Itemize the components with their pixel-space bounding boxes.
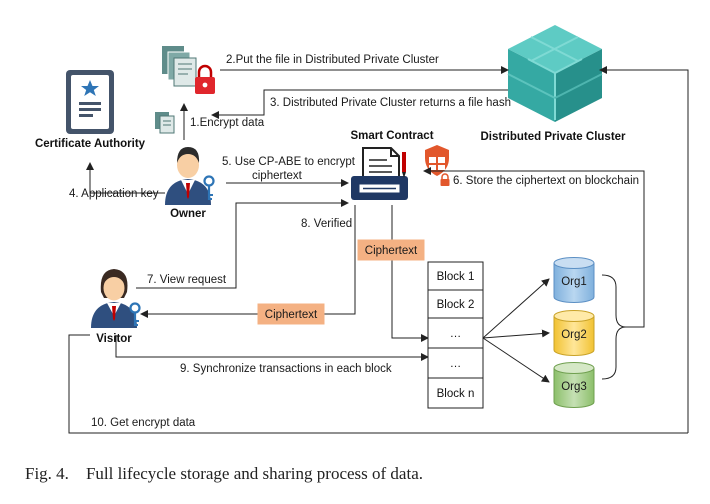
certificate-authority-label: Certificate Authority xyxy=(35,138,146,150)
ciphertext-box-top xyxy=(357,239,425,261)
org3-label: Org3 xyxy=(561,381,587,393)
step-8-label: 8. Verified xyxy=(301,218,352,230)
block-stack xyxy=(427,261,484,409)
arrow-block-to-org2 xyxy=(482,329,550,339)
line-step-10 xyxy=(68,334,688,434)
businesswoman-icon xyxy=(91,269,137,328)
block-ellipsis-2: … xyxy=(450,358,462,370)
arrow-step-10 xyxy=(599,66,689,433)
step-1-label: 1.Encrypt data xyxy=(190,117,265,129)
ciphertext-box-left xyxy=(257,303,325,325)
documents-icon xyxy=(162,46,197,87)
step-4-label: 4. Application key xyxy=(69,188,159,200)
certificate-icon xyxy=(66,70,114,134)
step-6-label: 6. Store the ciphertext on blockchain xyxy=(453,175,639,187)
arrow-step-3 xyxy=(211,89,508,119)
org2-cylinder xyxy=(553,310,595,356)
smart-contract-label: Smart Contract xyxy=(350,130,433,142)
arrow-step-7 xyxy=(136,199,349,289)
block-1-label: Block 1 xyxy=(437,271,475,283)
visitor-key-icon xyxy=(129,302,141,326)
step-5-label-line2: ciphertext xyxy=(252,170,303,182)
cube-icon xyxy=(507,25,603,122)
arrow-step-8 xyxy=(140,205,356,318)
step-7-label: 7. View request xyxy=(147,274,227,286)
caption-label: Fig. 4. xyxy=(25,464,69,483)
org1-cylinder xyxy=(553,257,595,303)
block-n-label: Block n xyxy=(437,388,475,400)
arrow-block-to-org1 xyxy=(482,278,550,339)
step-9-label: 9. Synchronize transactions in each bloc… xyxy=(180,363,392,375)
arrow-block-to-org3 xyxy=(482,337,550,383)
visitor-label: Visitor xyxy=(96,333,132,345)
businessman-icon xyxy=(165,147,211,205)
block-ellipsis-1: … xyxy=(450,328,462,340)
cluster-label: Distributed Private Cluster xyxy=(480,131,626,143)
arrow-step-9 xyxy=(115,335,429,361)
org2-label: Org2 xyxy=(561,329,587,341)
lock-icon xyxy=(195,64,215,94)
printer-document-icon xyxy=(351,147,408,200)
caption-text: Full lifecycle storage and sharing proce… xyxy=(85,464,423,483)
step-2-label: 2.Put the file in Distributed Private Cl… xyxy=(226,54,439,66)
ciphertext-left-label: Ciphertext xyxy=(265,309,318,321)
step-3-label: 3. Distributed Private Cluster returns a… xyxy=(270,97,511,109)
ciphertext-top-label: Ciphertext xyxy=(365,245,418,257)
owner-key-icon xyxy=(203,175,215,200)
figure-caption: Fig. 4. Full lifecycle storage and shari… xyxy=(25,464,423,484)
shield-icon xyxy=(425,145,450,186)
step-10-label: 10. Get encrypt data xyxy=(91,417,196,429)
org-bracket xyxy=(601,274,627,380)
arrow-step-4 xyxy=(86,162,165,194)
arrow-contract-to-blocks xyxy=(391,205,429,342)
owner-label: Owner xyxy=(170,208,206,220)
block-2-label: Block 2 xyxy=(437,299,475,311)
small-documents-icon xyxy=(155,112,175,134)
org1-label: Org1 xyxy=(561,276,587,288)
arrow-step-6 xyxy=(423,167,645,328)
org3-cylinder xyxy=(553,362,595,408)
step-5-label-line1: 5. Use CP-ABE to encrypt xyxy=(222,156,356,168)
